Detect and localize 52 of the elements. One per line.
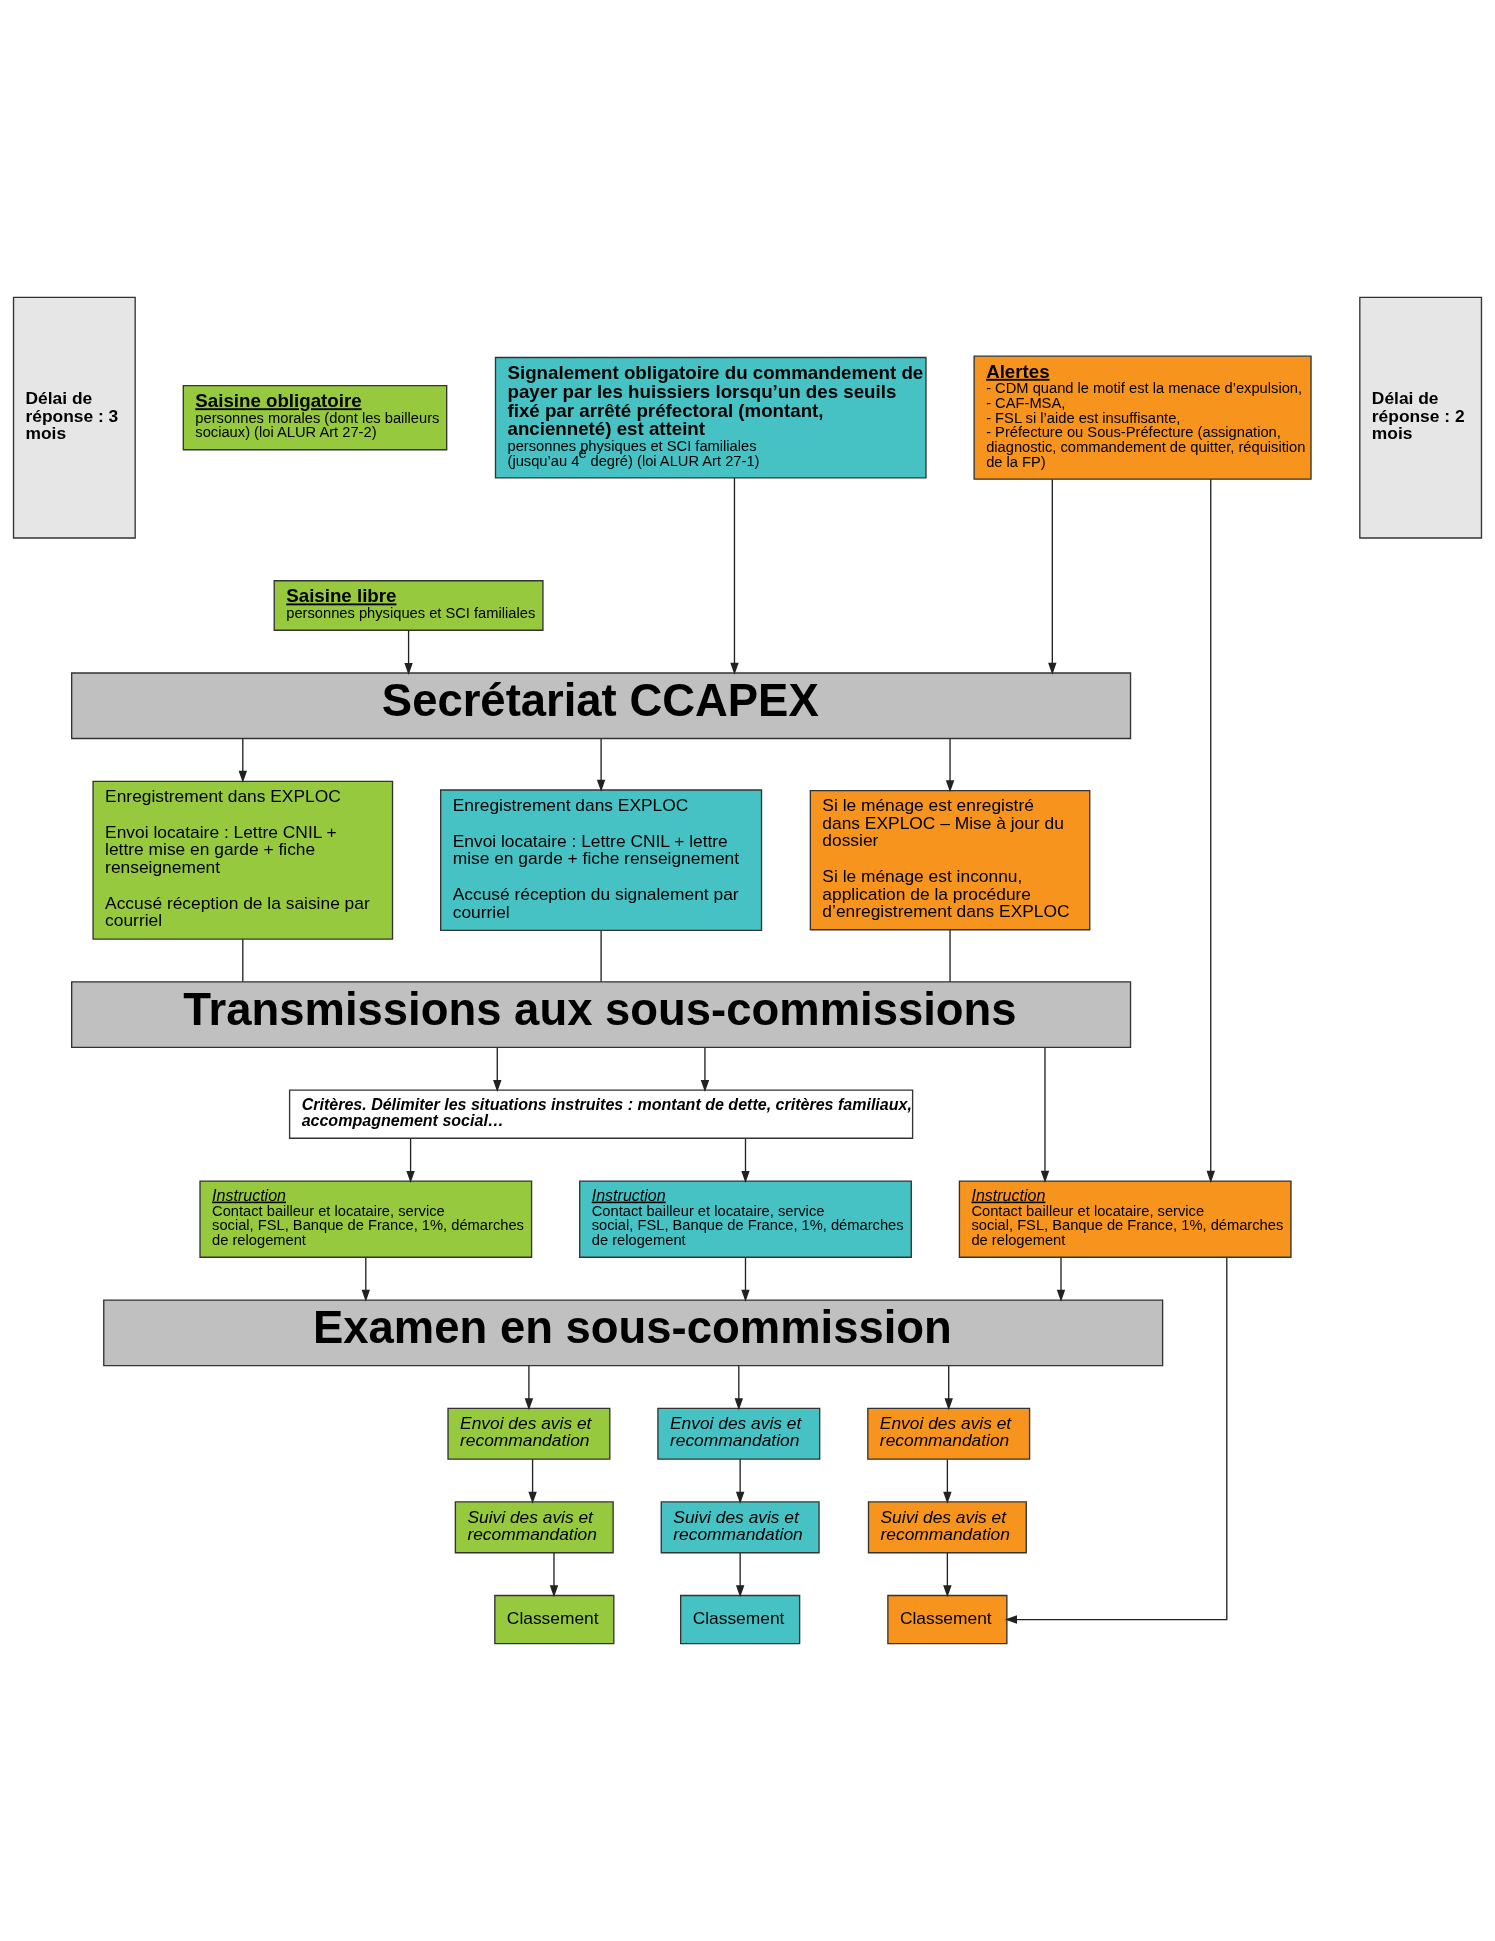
node-box: Examen en sous-commission [103, 1299, 1164, 1367]
node-box: Transmissions aux sous-commissions [71, 981, 1132, 1049]
node-box: Suivi des avis et recommandation [660, 1501, 820, 1554]
arrow [700, 1047, 710, 1093]
arrow [1048, 478, 1057, 675]
node-box: Instruction Contact bailleur et locataire, service social, FSL, Banque de France, 1%, démarches de relogement [199, 1180, 533, 1258]
node-box: Si le ménage est enregistré dans EXPLOC – Mise à jour du dossier Si le ménage est inconnu, application de la procédure d’enregistrement dans EXPLOC [809, 790, 1091, 931]
connector [949, 929, 951, 983]
arrow [1040, 1046, 1050, 1183]
node-box: Secrétariat CCAPEX [71, 672, 1132, 740]
node-box: Envoi des avis et recommandation [867, 1407, 1031, 1460]
arrow [549, 1552, 559, 1598]
arrow [741, 1257, 750, 1302]
arrow [493, 1047, 502, 1093]
node-box: Instruction Contact bailleur et locataire, service social, FSL, Banque de France, 1%, démarches de relogement [958, 1180, 1292, 1258]
node-box: Délai de réponse : 3 mois [12, 296, 136, 539]
arrow [361, 1257, 371, 1302]
arrow [238, 738, 248, 783]
connector [242, 938, 244, 983]
node-box: Enregistrement dans EXPLOC Envoi locataire : Lettre CNIL + lettre mise en garde + fiche renseignement Accusé réception du signalement par courriel [440, 789, 763, 932]
arrow [404, 629, 413, 675]
node-box: Classement [494, 1594, 615, 1645]
node-box: Alertes - CDM quand le motif est la menace d’expulsion, - CAF-MSA, - FSL si l’aide est insuffisante, - Préfecture ou Sous-Préfecture (assignation, diagnostic, commandement de quitter, réquisition de la FP) [973, 355, 1312, 480]
arrow [741, 1137, 750, 1183]
arrow [1004, 1256, 1228, 1624]
arrow [730, 477, 739, 675]
connector [600, 929, 602, 983]
node-box: Saisine libre personnes physiques et SCI familiales [273, 580, 544, 631]
arrow [524, 1365, 534, 1411]
arrow [1206, 478, 1215, 1183]
node-box: Saisine obligatoire personnes morales (dont les bailleurs sociaux) (loi ALUR Art 27-2) [182, 384, 448, 451]
arrow [944, 1365, 953, 1411]
node-box: Délai de réponse : 2 mois [1359, 296, 1483, 539]
arrow [734, 1365, 744, 1411]
node-box: Envoi des avis et recommandation [447, 1407, 611, 1460]
arrow [1056, 1257, 1066, 1302]
arrow [943, 1458, 952, 1504]
node-box: Suivi des avis et recommandation [454, 1501, 614, 1554]
node-box: Critères. Délimiter les situations instruites : montant de dette, critères familiaux, accompagnement social… [288, 1089, 914, 1139]
arrow [943, 1552, 952, 1598]
node-box: Instruction Contact bailleur et locataire, service social, FSL, Banque de France, 1%, démarches de relogement [579, 1180, 912, 1258]
node-box: Suivi des avis et recommandation [867, 1501, 1027, 1554]
node-box: Enregistrement dans EXPLOC Envoi locataire : Lettre CNIL + lettre mise en garde + fiche renseignement Accusé réception de la saisine par courriel [92, 780, 394, 940]
node-box: Classement [887, 1594, 1008, 1645]
arrow [406, 1137, 415, 1183]
arrow [945, 738, 955, 793]
node-box: Classement [680, 1594, 801, 1645]
arrow [735, 1458, 745, 1504]
arrow [596, 738, 606, 792]
arrow [735, 1552, 745, 1598]
arrow [528, 1458, 537, 1504]
node-box: Envoi des avis et recommandation [657, 1407, 821, 1460]
